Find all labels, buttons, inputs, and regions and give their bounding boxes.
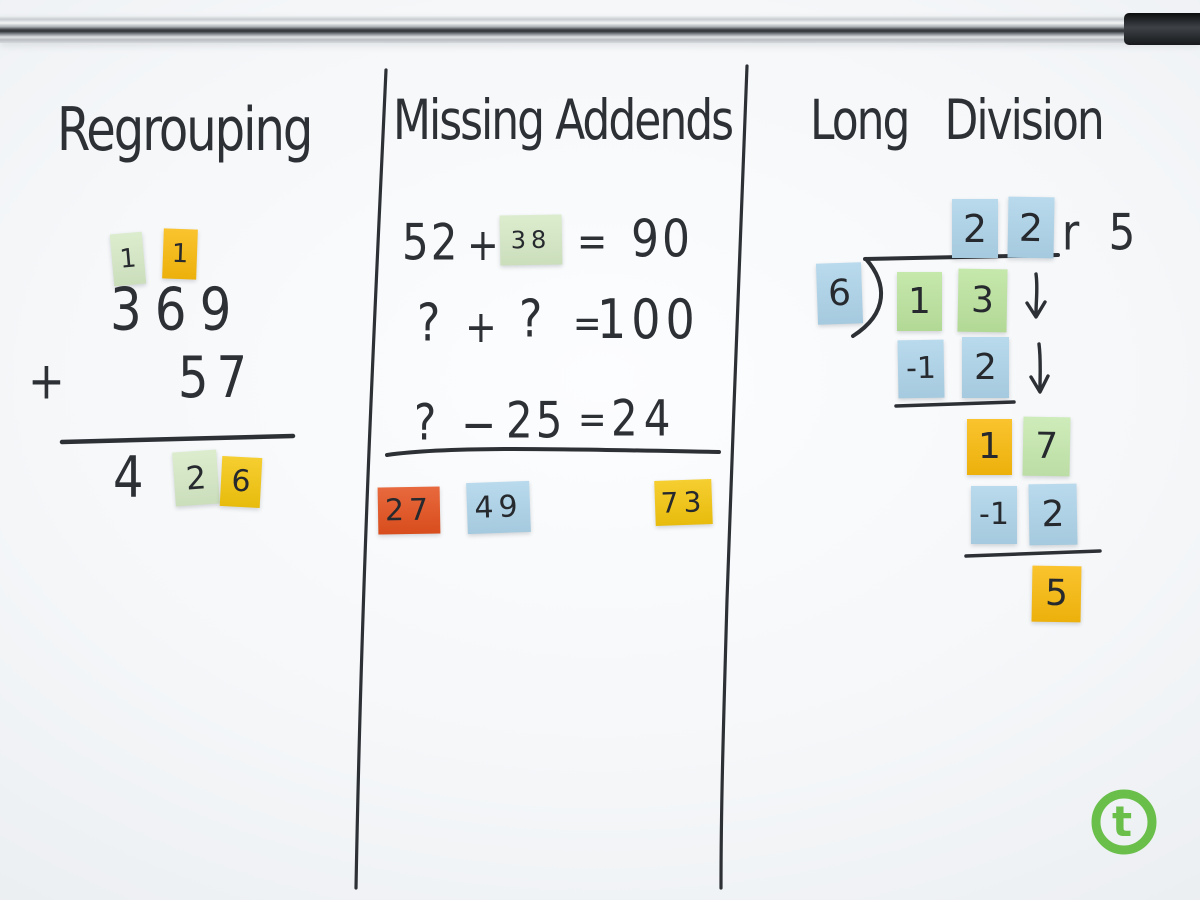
addend-top: 369 (110, 275, 245, 344)
logo-circle-t-icon: t (1091, 789, 1157, 855)
eq3-result: 24 (611, 389, 677, 448)
eq3-subtrahend: 25 (506, 391, 566, 450)
plus-operator: + (28, 351, 65, 412)
teach-starter-logo: t (1088, 786, 1160, 858)
sticky-note-subtract1-ones: 2 (962, 337, 1009, 398)
sticky-note-sum-ones: 6 (219, 455, 263, 509)
subtract-line-1 (894, 400, 1016, 408)
eq3-equals: = (578, 396, 607, 444)
sticky-note-sum-tens: 2 (172, 449, 220, 507)
divider-line-left (354, 68, 388, 890)
bring-down-arrow-2 (1029, 342, 1050, 394)
logo-letter: t (1112, 797, 1132, 846)
rail-end-cap (1124, 13, 1200, 45)
column-title: Regrouping (57, 95, 313, 165)
sticky-note-final-remainder: 5 (1031, 565, 1082, 623)
sticky-note-dividend-ones: 3 (957, 268, 1008, 333)
column-title: Long Division (810, 89, 1105, 153)
eq2-equals: = (573, 300, 602, 348)
sticky-note-partial-tens: 1 (967, 419, 1012, 475)
sum-hundreds-digit: 4 (113, 445, 144, 512)
eq2-unknown-b: ? (519, 289, 543, 350)
equations-underline (385, 447, 721, 457)
eq1-plus: + (467, 218, 499, 271)
column-title: Missing Addends (393, 89, 734, 153)
addition-sum-line (59, 433, 296, 445)
sticky-note-subtract2-ones: 2 (1028, 483, 1078, 546)
sticky-note-subtract2-tens: -1 (971, 486, 1017, 544)
eq1-equals: = (577, 218, 608, 267)
sticky-note-answer-27: 27 (377, 486, 441, 535)
sticky-note-dividend-tens: 1 (897, 272, 942, 331)
remainder-label: r 5 (1062, 203, 1144, 262)
eq1-result: 90 (631, 209, 693, 270)
divider-line-right (719, 64, 749, 890)
bring-down-arrow-1 (1025, 272, 1047, 319)
subtract-line-2 (964, 549, 1102, 558)
sticky-note-carry-hundreds: 1 (162, 228, 198, 280)
whiteboard-rail (0, 16, 1200, 43)
eq2-plus: + (465, 300, 497, 353)
sticky-note-answer-73: 73 (654, 479, 713, 526)
sticky-note-answer-49: 49 (466, 480, 531, 535)
sticky-note-quotient-ones: 2 (1007, 196, 1055, 259)
sticky-note-quotient-tens: 2 (952, 199, 998, 258)
sticky-note-divisor: 6 (815, 262, 864, 325)
sticky-note-subtract1-tens: -1 (897, 339, 945, 399)
eq3-unknown: ? (414, 393, 437, 452)
eq2-result: 100 (597, 287, 700, 351)
eq2-unknown-a: ? (417, 293, 441, 354)
eq3-minus: − (461, 395, 497, 454)
sticky-note-missing-addend: 38 (499, 214, 563, 266)
eq1-addend-a: 52 (402, 213, 460, 272)
sticky-note-partial-ones: 7 (1022, 416, 1071, 477)
addend-bottom: 57 (178, 345, 256, 412)
